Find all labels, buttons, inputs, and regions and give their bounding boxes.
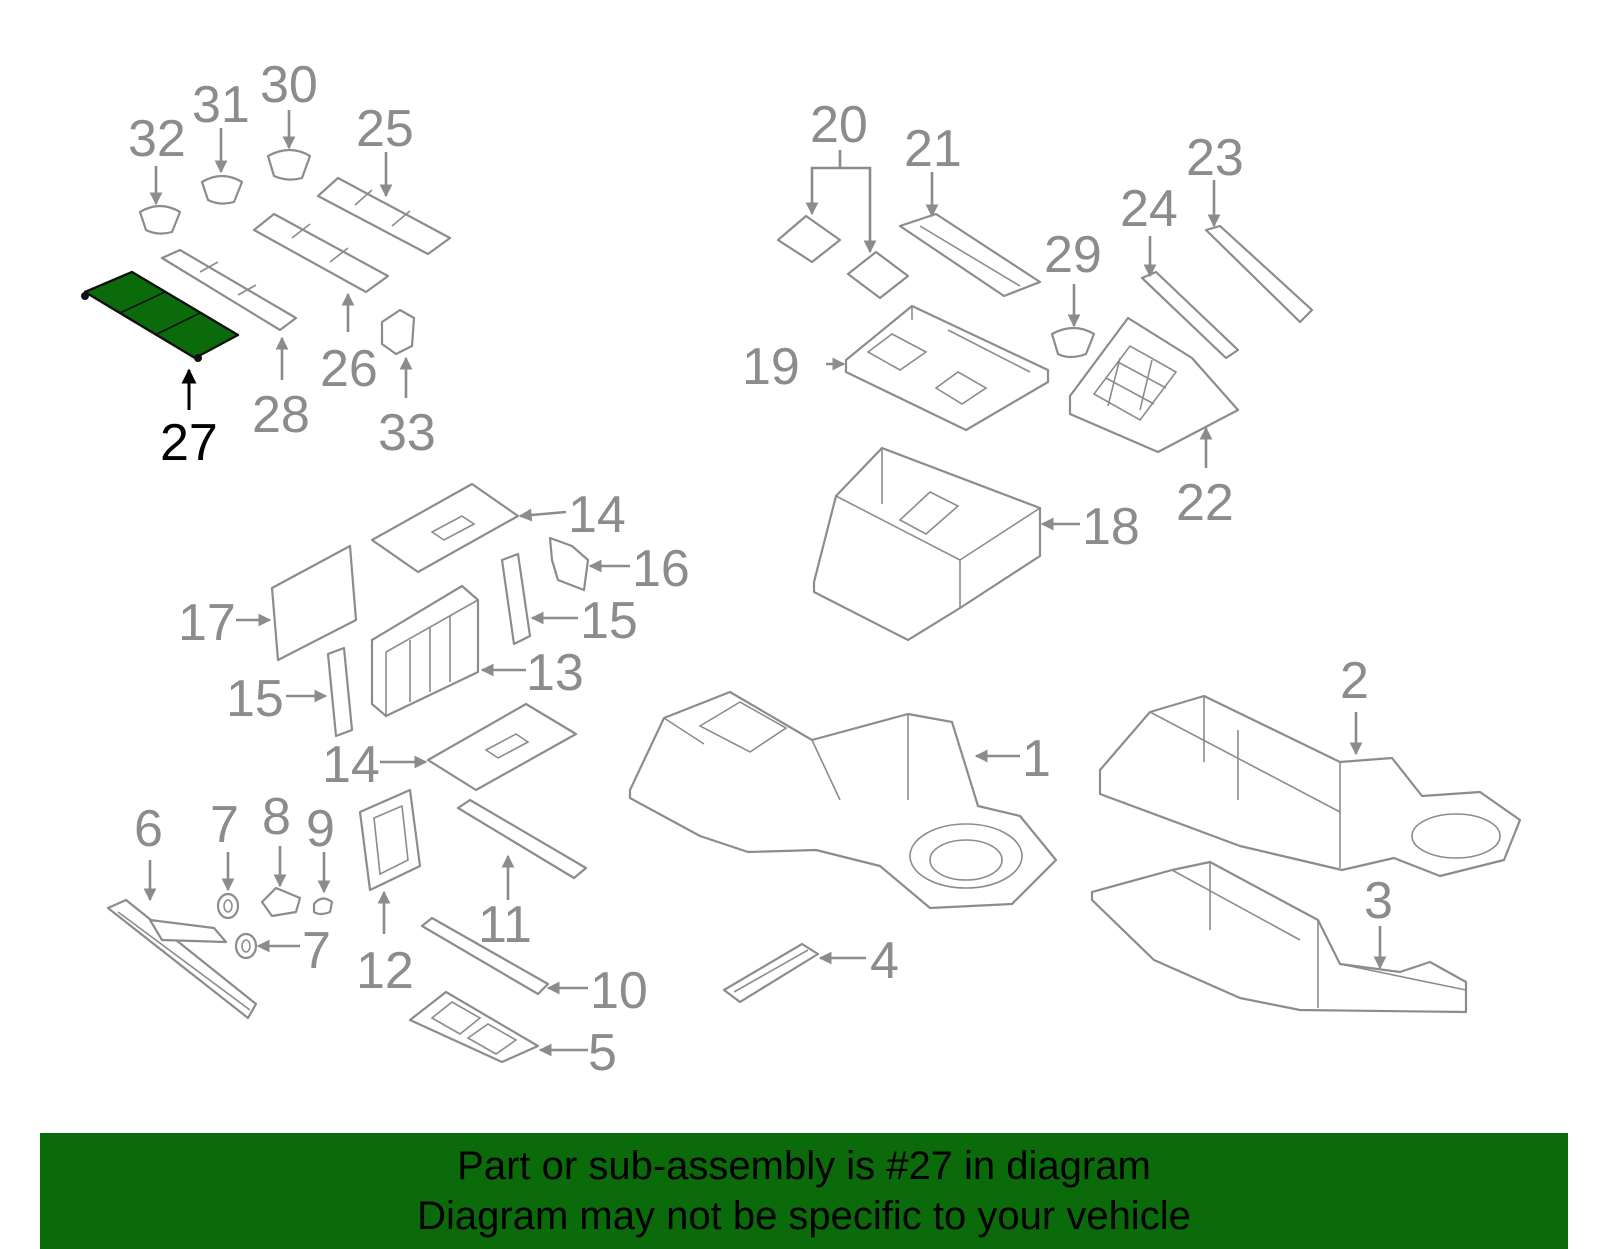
banner-line-1: Part or sub-assembly is #27 in diagram <box>457 1144 1151 1188</box>
callout-18[interactable]: 18 <box>1082 498 1140 556</box>
part-26-filter-frame[interactable] <box>252 212 390 294</box>
part-3-housing[interactable] <box>1090 860 1468 1014</box>
callout-5[interactable]: 5 <box>588 1024 617 1082</box>
callout-7-lower[interactable]: 7 <box>302 922 331 980</box>
callout-17[interactable]: 17 <box>178 594 236 652</box>
callout-9[interactable]: 9 <box>306 800 335 858</box>
part-12-seal-frame[interactable] <box>358 788 422 892</box>
part-20-seal[interactable] <box>776 214 910 300</box>
part-15-seal-left[interactable] <box>326 646 354 738</box>
part-23-seal[interactable] <box>1204 224 1314 324</box>
part-19-cover[interactable] <box>844 304 1050 432</box>
part-6-duct[interactable] <box>106 898 258 1020</box>
callout-27[interactable]: 27 <box>160 414 218 472</box>
info-banner: Part or sub-assembly is #27 in diagram D… <box>40 1133 1568 1249</box>
part-7-grommet-upper[interactable] <box>216 892 240 920</box>
callout-12[interactable]: 12 <box>356 942 414 1000</box>
part-29-clip[interactable] <box>1050 326 1096 359</box>
part-1-housing[interactable] <box>628 690 1058 910</box>
part-21-seal[interactable] <box>898 212 1042 298</box>
callout-20[interactable]: 20 <box>810 96 868 154</box>
part-15-seal-right[interactable] <box>500 552 532 646</box>
part-31-clip[interactable] <box>200 174 244 205</box>
callout-32[interactable]: 32 <box>128 110 186 168</box>
part-7-grommet-lower[interactable] <box>234 932 258 960</box>
part-25-filter-frame[interactable] <box>316 176 452 256</box>
callout-33[interactable]: 33 <box>378 404 436 462</box>
part-33-bracket[interactable] <box>380 308 416 356</box>
part-30-clip[interactable] <box>266 148 312 181</box>
callout-16[interactable]: 16 <box>632 540 690 598</box>
callout-10[interactable]: 10 <box>590 962 648 1020</box>
callout-29[interactable]: 29 <box>1044 226 1102 284</box>
callout-4[interactable]: 4 <box>870 932 899 990</box>
callout-21[interactable]: 21 <box>904 120 962 178</box>
part-22-housing[interactable] <box>1068 316 1240 454</box>
part-4-seal[interactable] <box>722 942 820 1004</box>
part-13-evaporator[interactable] <box>370 584 480 718</box>
callout-26[interactable]: 26 <box>320 340 378 398</box>
part-28-filter-frame[interactable] <box>160 248 298 332</box>
callout-14-lower[interactable]: 14 <box>322 736 380 794</box>
callout-19[interactable]: 19 <box>742 338 800 396</box>
part-16-bracket[interactable] <box>548 536 590 592</box>
part-17-cover[interactable] <box>270 544 358 662</box>
banner-line-2: Diagram may not be specific to your vehi… <box>417 1194 1191 1238</box>
part-8-block[interactable] <box>260 886 302 918</box>
callout-15-left[interactable]: 15 <box>226 670 284 728</box>
callout-15-right[interactable]: 15 <box>580 592 638 650</box>
callout-31[interactable]: 31 <box>192 76 250 134</box>
callout-28[interactable]: 28 <box>252 386 310 444</box>
callout-30[interactable]: 30 <box>260 56 318 114</box>
callout-1[interactable]: 1 <box>1022 730 1051 788</box>
part-5-seal-frame[interactable] <box>408 990 540 1064</box>
callout-13[interactable]: 13 <box>526 644 584 702</box>
part-27-filter[interactable] <box>81 270 240 362</box>
callout-22[interactable]: 22 <box>1176 474 1234 532</box>
part-14-lower-plate[interactable] <box>426 702 578 792</box>
part-9-plug[interactable] <box>312 897 334 916</box>
callout-25[interactable]: 25 <box>356 100 414 158</box>
callout-6[interactable]: 6 <box>134 800 163 858</box>
part-11-seal[interactable] <box>456 798 588 880</box>
part-14-upper-plate[interactable] <box>370 482 520 574</box>
callout-2[interactable]: 2 <box>1340 652 1369 710</box>
callout-14-upper[interactable]: 14 <box>568 486 626 544</box>
callout-7-upper[interactable]: 7 <box>210 796 239 854</box>
callout-3[interactable]: 3 <box>1364 872 1393 930</box>
callout-8[interactable]: 8 <box>262 788 291 846</box>
part-18-housing[interactable] <box>812 446 1042 642</box>
callout-23[interactable]: 23 <box>1186 129 1244 187</box>
callout-11[interactable]: 11 <box>478 896 532 954</box>
callout-24[interactable]: 24 <box>1120 180 1178 238</box>
part-2-housing[interactable] <box>1098 694 1522 878</box>
part-32-clip[interactable] <box>138 204 182 235</box>
